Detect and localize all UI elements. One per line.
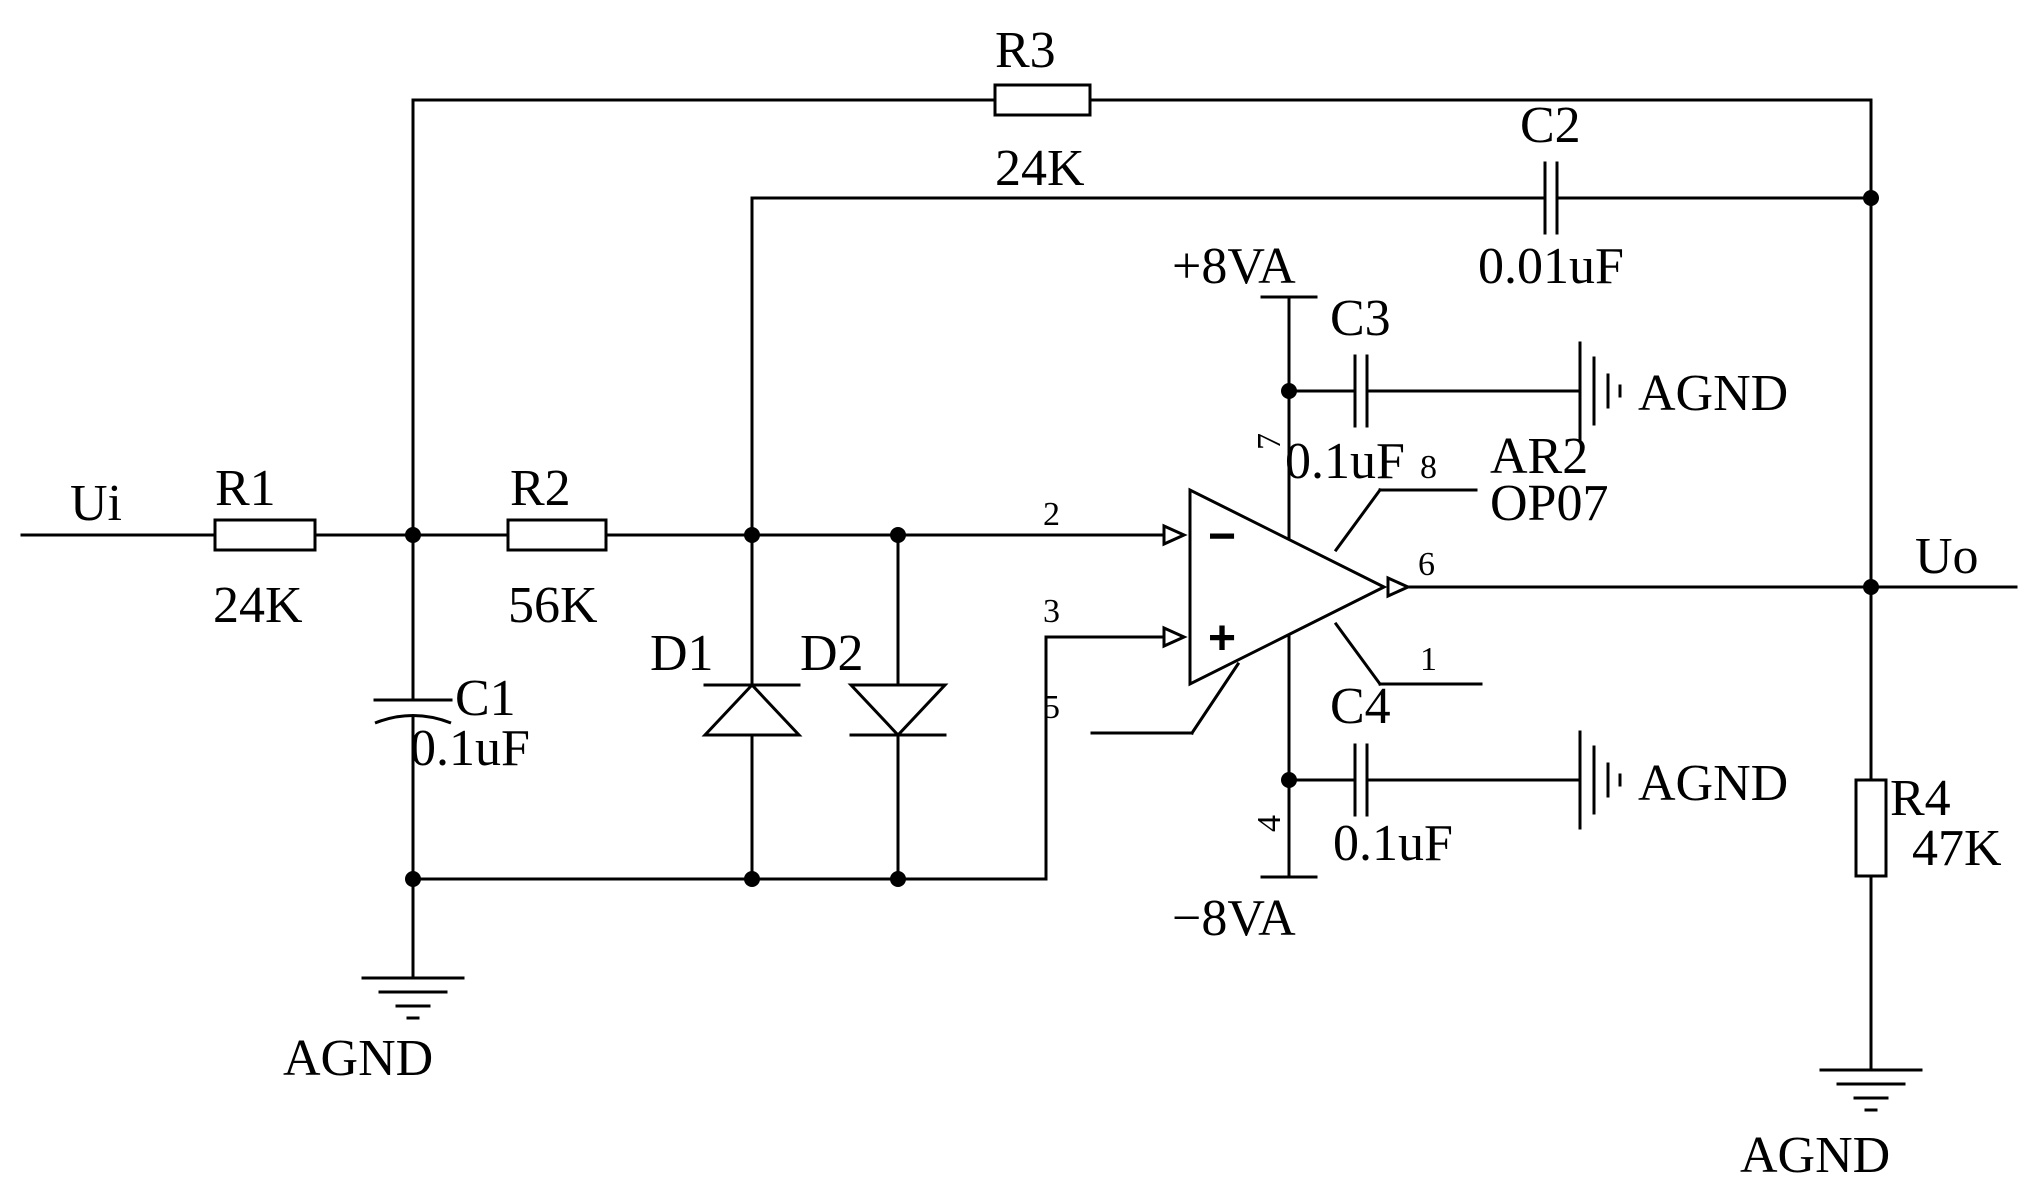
pin-4-label: 4: [1251, 815, 1288, 832]
c3-value: 0.1uF: [1285, 433, 1405, 490]
resistor-r3: [993, 83, 1092, 117]
opamp-minus-sign: −: [1208, 510, 1236, 563]
junction-node-c: [890, 527, 906, 543]
resistor-r1: [213, 518, 317, 552]
junction-output: [1863, 579, 1879, 595]
wire-pin1-diag: [1333, 621, 1383, 687]
c3-ref: C3: [1330, 290, 1391, 347]
capacitor-c3: [1353, 354, 1369, 428]
vplus-label: +8VA: [1172, 238, 1296, 295]
pin-6-label: 6: [1418, 546, 1435, 583]
junction-node-b: [744, 527, 760, 543]
junction-gnd-c: [890, 871, 906, 887]
ground-symbol-c4: [1578, 730, 1622, 830]
opamp-part: OP07: [1490, 475, 1608, 532]
wires: [20, 98, 2018, 1072]
c1-value: 0.1uF: [410, 720, 530, 777]
r1-ref: R1: [215, 460, 276, 517]
c2-ref: C2: [1520, 97, 1581, 154]
pin-arrow-inverting: [1162, 523, 1188, 547]
wire-pin8-diag: [1333, 487, 1383, 553]
agnd-label-c3: AGND: [1638, 365, 1788, 422]
junction-vplus: [1281, 383, 1297, 399]
pin-arrow-noninverting: [1162, 625, 1188, 649]
resistor-r2: [506, 518, 608, 552]
pin-7-label: 7: [1251, 433, 1288, 450]
r3-ref: R3: [995, 22, 1056, 79]
r4-value: 47K: [1912, 820, 2002, 877]
capacitor-c2: [1543, 161, 1559, 235]
pin-2-label: 2: [1043, 496, 1060, 533]
r1-value: 24K: [213, 577, 303, 634]
pin-5-label: 5: [1043, 689, 1060, 726]
junction-gnd-a: [405, 871, 421, 887]
capacitor-c4: [1353, 743, 1369, 817]
c2-value: 0.01uF: [1478, 238, 1624, 295]
c1-ref: C1: [455, 670, 516, 727]
pin-8-label: 8: [1420, 449, 1437, 486]
junction-node-a: [405, 527, 421, 543]
d2-ref: D2: [800, 625, 864, 682]
junction-c2-right: [1863, 190, 1879, 206]
opamp-ref: AR2: [1490, 428, 1588, 485]
agnd-label-left: AGND: [283, 1030, 433, 1087]
input-label: Ui: [70, 475, 122, 532]
output-label: Uo: [1915, 528, 1979, 585]
ground-symbol-left: [361, 976, 465, 1020]
junctions: [405, 190, 1879, 887]
agnd-label-c4: AGND: [1638, 755, 1788, 812]
pin-arrow-output: [1386, 575, 1412, 599]
pin-1-label: 1: [1420, 641, 1437, 678]
pin-3-label: 3: [1043, 593, 1060, 630]
wire-pin5-diag: [1189, 661, 1241, 736]
junction-vminus: [1281, 772, 1297, 788]
opamp-plus-sign: +: [1208, 612, 1236, 665]
d1-ref: D1: [650, 625, 714, 682]
r4-ref: R4: [1890, 770, 1951, 827]
agnd-label-right: AGND: [1740, 1127, 1890, 1184]
diode-d2: [847, 683, 949, 738]
r2-value: 56K: [508, 577, 598, 634]
ground-symbol-c3: [1578, 341, 1622, 441]
ground-symbol-right: [1819, 1068, 1923, 1112]
r2-ref: R2: [510, 460, 571, 517]
c4-ref: C4: [1330, 678, 1391, 735]
r3-value: 24K: [995, 140, 1085, 197]
resistor-r4: [1854, 778, 1888, 878]
c4-value: 0.1uF: [1333, 815, 1453, 872]
vminus-label: −8VA: [1172, 890, 1296, 947]
diode-d1: [701, 682, 803, 737]
capacitor-c1: [373, 698, 453, 725]
opamp-ar2: − +: [1162, 487, 1412, 687]
junction-gnd-b: [744, 871, 760, 887]
